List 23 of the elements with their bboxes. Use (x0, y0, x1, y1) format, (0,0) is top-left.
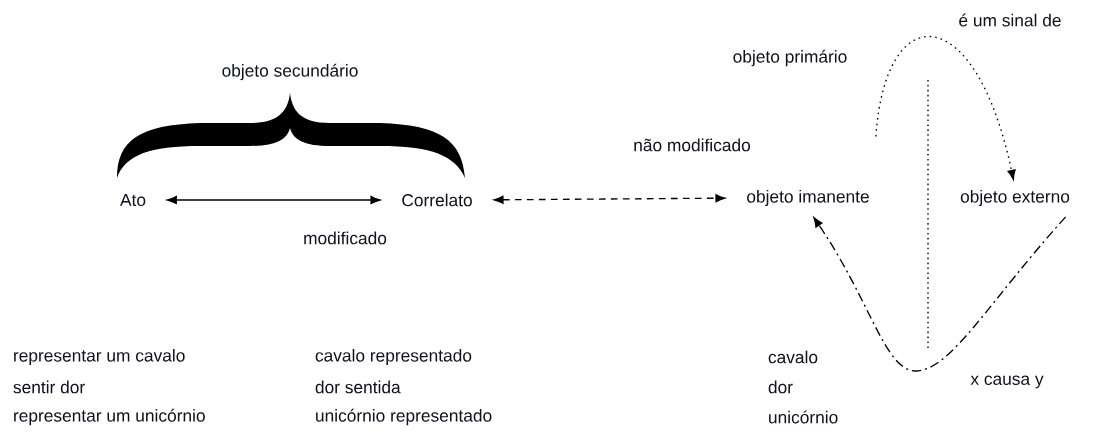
text-label: representar um unicórnio (14, 408, 205, 426)
text-label: sentir dor (13, 380, 85, 394)
edge-label: x causa y (967, 372, 1047, 392)
arrow (875, 36, 1016, 180)
node-label: Ato (120, 193, 146, 207)
node-label: Correlato (402, 193, 472, 207)
text-label: objeto primário (733, 49, 847, 67)
edge-label: modificado (300, 228, 390, 247)
text-label: dor sentida (315, 380, 401, 394)
text-label: dor (768, 380, 793, 394)
edge-label: é um sinal de (955, 10, 1065, 30)
node-label: objeto externo (960, 189, 1070, 207)
text-label: unicórnio representado (316, 408, 492, 426)
edge-label: não modificado (630, 135, 754, 154)
arrow (166, 195, 381, 205)
text-label: unicórnio (769, 410, 838, 424)
text-label: cavalo (768, 350, 818, 364)
arrow (493, 194, 726, 204)
text-label: cavalo representado (315, 348, 472, 366)
text-label: objeto secundário (222, 63, 358, 81)
node-label: objeto imanente (747, 189, 869, 207)
text-label: representar um cavalo (14, 348, 185, 366)
arrow (813, 216, 1067, 372)
